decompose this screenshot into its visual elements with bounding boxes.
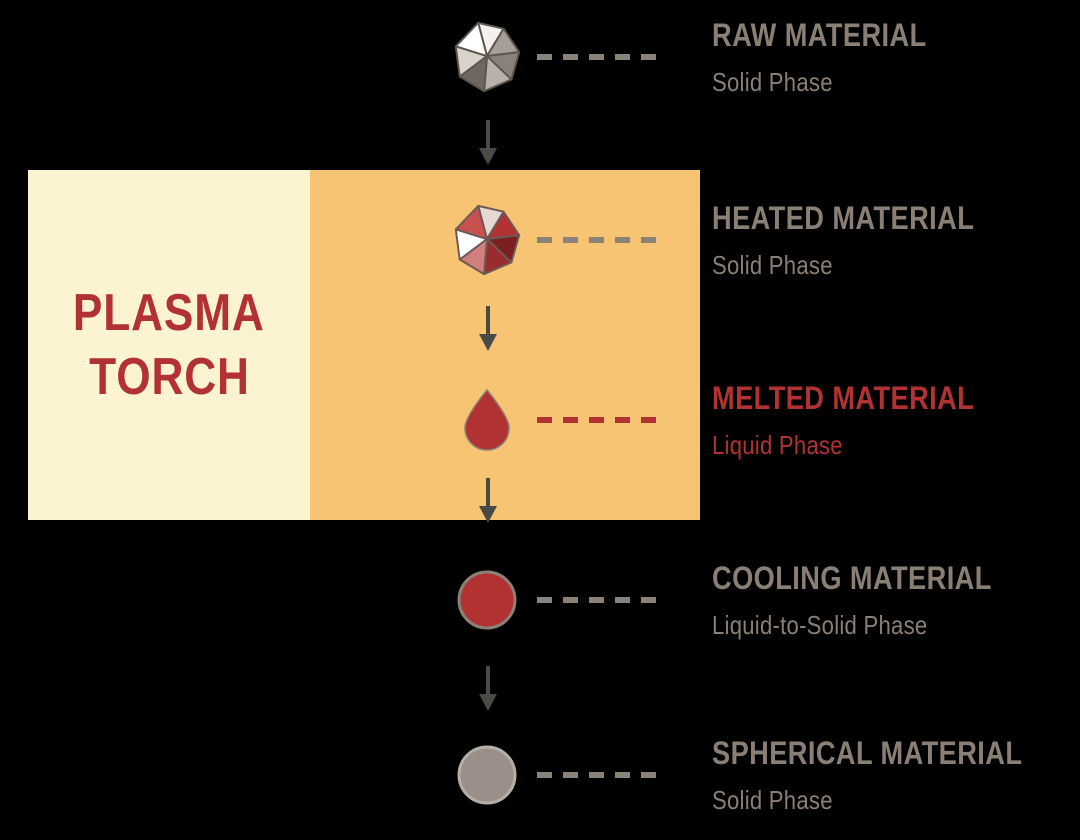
heated-dashed-connector [537,237,665,243]
down-arrow-icon [476,478,500,524]
melted-material-title: MELTED MATERIAL [712,380,975,416]
heated-gem-icon [448,201,526,279]
spherical-dashed-connector [537,772,665,778]
spherical-particle-icon [455,743,519,807]
spherical-material-title: SPHERICAL MATERIAL [712,735,1023,771]
melted-dashed-connector [537,417,665,423]
stage-cooling-material: COOLING MATERIAL Liquid-to-Solid Phase [0,560,1080,672]
stage-spherical-material: SPHERICAL MATERIAL Solid Phase [0,735,1080,840]
spherical-material-subtitle: Solid Phase [712,785,833,815]
cooling-dashed-connector [537,597,665,603]
melted-material-subtitle: Liquid Phase [712,430,843,460]
melted-droplet-icon [459,388,515,452]
heated-material-subtitle: Solid Phase [712,250,833,280]
plasma-torch-label-panel: PLASMA TORCH [28,170,310,520]
plasma-torch-title-line1: PLASMA [73,284,265,342]
down-arrow-icon [476,666,500,712]
raw-dashed-connector [537,54,665,60]
cooling-material-title: COOLING MATERIAL [712,560,992,596]
raw-material-subtitle: Solid Phase [712,67,833,97]
raw-material-title: RAW MATERIAL [712,17,927,53]
stage-heated-material: HEATED MATERIAL Solid Phase [0,200,1080,312]
stage-melted-material: MELTED MATERIAL Liquid Phase [0,380,1080,492]
stage-raw-material: RAW MATERIAL Solid Phase [0,17,1080,129]
cooling-material-subtitle: Liquid-to-Solid Phase [712,610,928,640]
down-arrow-icon [476,120,500,166]
down-arrow-icon [476,306,500,352]
heated-material-title: HEATED MATERIAL [712,200,975,236]
cooling-sphere-icon [455,568,519,632]
plasma-torch-title-line2: TORCH [88,348,250,406]
raw-gem-icon [448,18,526,96]
